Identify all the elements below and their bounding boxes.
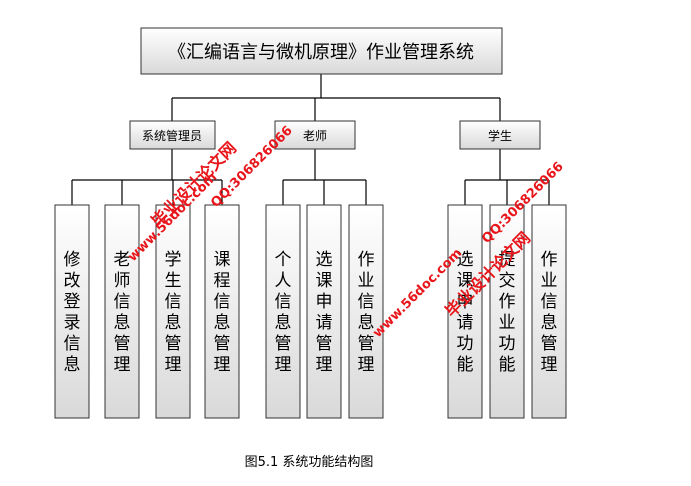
- figure-caption: 图5.1 系统功能结构图: [245, 455, 374, 470]
- leaf-node-box: [104, 204, 140, 419]
- leaf-node-box: [54, 204, 90, 419]
- leaf-node-label: 作业信息管理: [541, 250, 558, 375]
- leaf-node-box: [447, 204, 483, 419]
- leaf-node-label: 学生信息管理: [165, 250, 182, 375]
- leaf-node: 老师信息管理: [104, 204, 140, 419]
- leaf-node-box: [489, 204, 525, 419]
- leaf-node-box: [306, 204, 342, 419]
- leaf-node-label: 提交作业功能: [499, 250, 516, 375]
- role-node-teacher-box: [274, 120, 356, 150]
- leaf-node-label: 课程信息管理: [214, 250, 231, 375]
- leaf-nodes: 修改登录信息 老师信息管理 学生信息管理 课程信息管理 个人信息管理 选课申请管理 作业信息…: [54, 204, 567, 419]
- leaf-node-label: 修改登录信息: [64, 250, 81, 375]
- leaf-node: 课程信息管理: [204, 204, 240, 419]
- leaf-node-box: [531, 204, 567, 419]
- leaf-node: 选课申请功能: [447, 204, 483, 419]
- root-node-box: [140, 27, 503, 75]
- leaf-node-label: 个人信息管理: [275, 250, 292, 375]
- root-node: 《汇编语言与微机原理》作业管理系统: [140, 27, 503, 75]
- role-node-teacher-label: 老师: [303, 129, 327, 143]
- role-node-admin-box: [129, 120, 216, 150]
- leaf-node-box: [204, 204, 240, 419]
- leaf-node-label: 作业信息管理: [358, 250, 375, 375]
- role-node-teacher: 老师: [274, 120, 356, 150]
- leaf-node: 修改登录信息: [54, 204, 90, 419]
- leaf-node: 个人信息管理: [265, 204, 301, 419]
- leaf-node-label: 选课申请功能: [457, 250, 474, 375]
- role-node-admin-label: 系统管理员: [142, 128, 202, 143]
- leaf-node: 作业信息管理: [531, 204, 567, 419]
- leaf-node: 学生信息管理: [155, 204, 191, 419]
- leaf-node-box: [265, 204, 301, 419]
- role-node-student: 学生: [459, 120, 541, 150]
- leaf-node-label: 老师信息管理: [114, 250, 131, 375]
- leaf-node: 作业信息管理: [348, 204, 384, 419]
- leaf-node-box: [155, 204, 191, 419]
- leaf-node-box: [348, 204, 384, 419]
- leaf-node-label: 选课申请管理: [316, 250, 333, 375]
- leaf-node: 提交作业功能: [489, 204, 525, 419]
- role-node-admin: 系统管理员: [129, 120, 216, 150]
- connector-lines: [71, 74, 550, 205]
- leaf-node: 选课申请管理: [306, 204, 342, 419]
- root-node-title: 《汇编语言与微机原理》作业管理系统: [168, 42, 474, 63]
- role-node-student-box: [459, 120, 541, 150]
- role-node-student-label: 学生: [488, 128, 512, 143]
